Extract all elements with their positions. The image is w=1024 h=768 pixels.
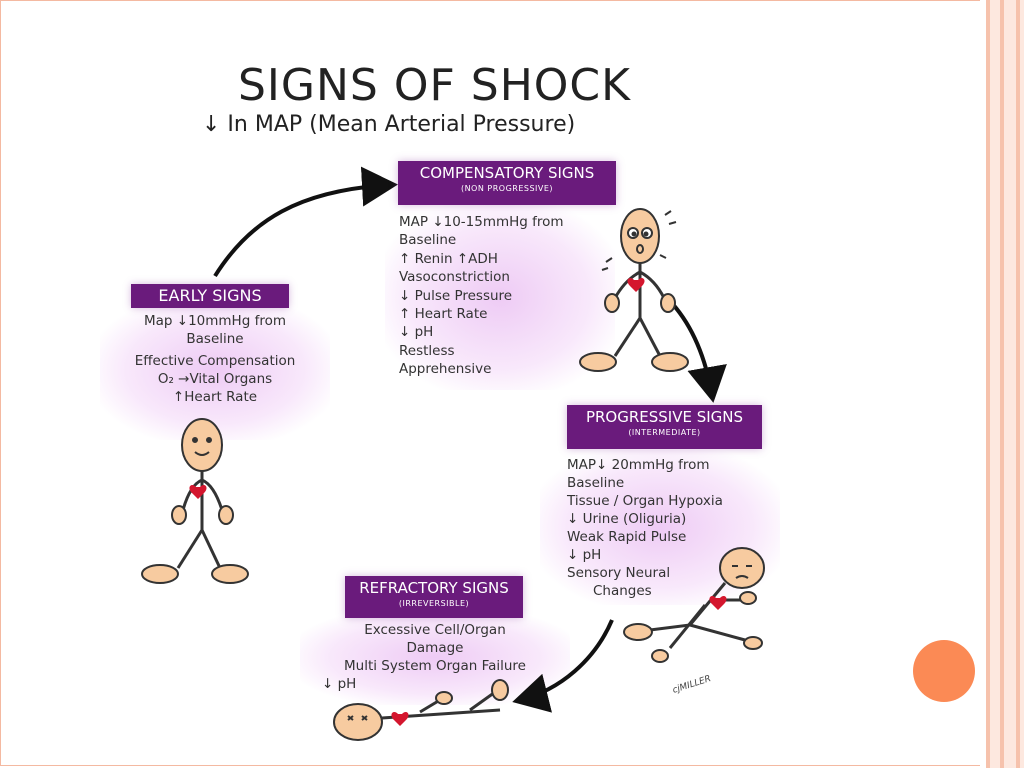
progressive-line: Changes [593,583,652,599]
progressive-signs-text: MAP↓ 20mmHg from Baseline Tissue / Organ… [567,456,723,600]
orange-circle-decoration [913,640,975,702]
early-signs-title: EARLY SIGNS [158,286,262,305]
compensatory-signs-title: COMPENSATORY SIGNS [419,164,595,182]
progressive-line: Tissue / Organ Hypoxia [567,493,723,509]
early-line: Map ↓10mmHg from [143,313,286,329]
refractory-signs-subtitle: (IRREVERSIBLE) [398,599,470,608]
compensatory-line: MAP ↓10-15mmHg from [399,214,564,230]
arrow-early-to-compensatory [213,166,398,278]
compensatory-line: ↑ Renin ↑ADH [399,250,498,267]
compensatory-line: Apprehensive [399,361,492,378]
compensatory-line: Vasoconstriction [399,269,510,286]
compensatory-line: ↓ pH [399,324,434,341]
refractory-line: Damage [406,640,464,656]
early-glow [100,300,330,440]
compensatory-line: ↑ Heart Rate [399,306,488,323]
early-line: Effective Compensation [134,353,296,369]
compensatory-line: ↓ Pulse Pressure [399,287,513,304]
compensatory-glow [385,205,615,390]
decorative-side-stripes [980,0,1024,768]
progressive-signs-title: PROGRESSIVE SIGNS [585,408,744,426]
progressive-line: Baseline [567,475,625,491]
compensatory-stick-figure [579,208,689,372]
refractory-stick-figure [333,679,509,741]
refractory-signs-title: REFRACTORY SIGNS [359,579,509,597]
refractory-signs-text: Excessive Cell/Organ Damage Multi System… [310,621,560,693]
progressive-line: MAP↓ 20mmHg from [567,457,710,473]
progressive-signs-header: PROGRESSIVE SIGNS (INTERMEDIATE) [567,405,762,449]
refractory-line: Excessive Cell/Organ [364,622,506,638]
compensatory-line: Baseline [399,232,457,249]
early-line: Baseline [186,331,244,347]
slide-title: SIGNS OF SHOCK [238,60,631,111]
early-signs-text: Map ↓10mmHg from Baseline Effective Comp… [104,312,326,406]
slide-subtitle: ↓ In MAP (Mean Arterial Pressure) [202,112,576,137]
early-line: ↑Heart Rate [172,389,258,405]
progressive-stick-figure [623,547,765,663]
progressive-signs-subtitle: (INTERMEDIATE) [628,428,701,437]
refractory-line: ↓ pH [322,676,357,692]
progressive-line: ↓ Urine (Oliguria) [567,511,687,527]
early-line: O₂ →Vital Organs [157,371,273,387]
early-stick-figure [141,418,249,584]
compensatory-line: Restless [399,342,455,359]
arrow-progressive-to-refractory [512,619,614,713]
early-signs-header: EARLY SIGNS [131,284,289,308]
progressive-line: ↓ pH [567,547,602,563]
progressive-line: Sensory Neural [567,565,671,581]
refractory-signs-header: REFRACTORY SIGNS (IRREVERSIBLE) [345,576,523,618]
compensatory-signs-subtitle: (NON PROGRESSIVE) [460,184,554,193]
compensatory-signs-header: COMPENSATORY SIGNS (NON PROGRESSIVE) [398,161,616,205]
compensatory-signs-text: MAP ↓10-15mmHg from Baseline ↑ Renin ↑AD… [399,213,564,379]
refractory-line: Multi System Organ Failure [344,658,526,674]
progressive-line: Weak Rapid Pulse [567,529,687,545]
